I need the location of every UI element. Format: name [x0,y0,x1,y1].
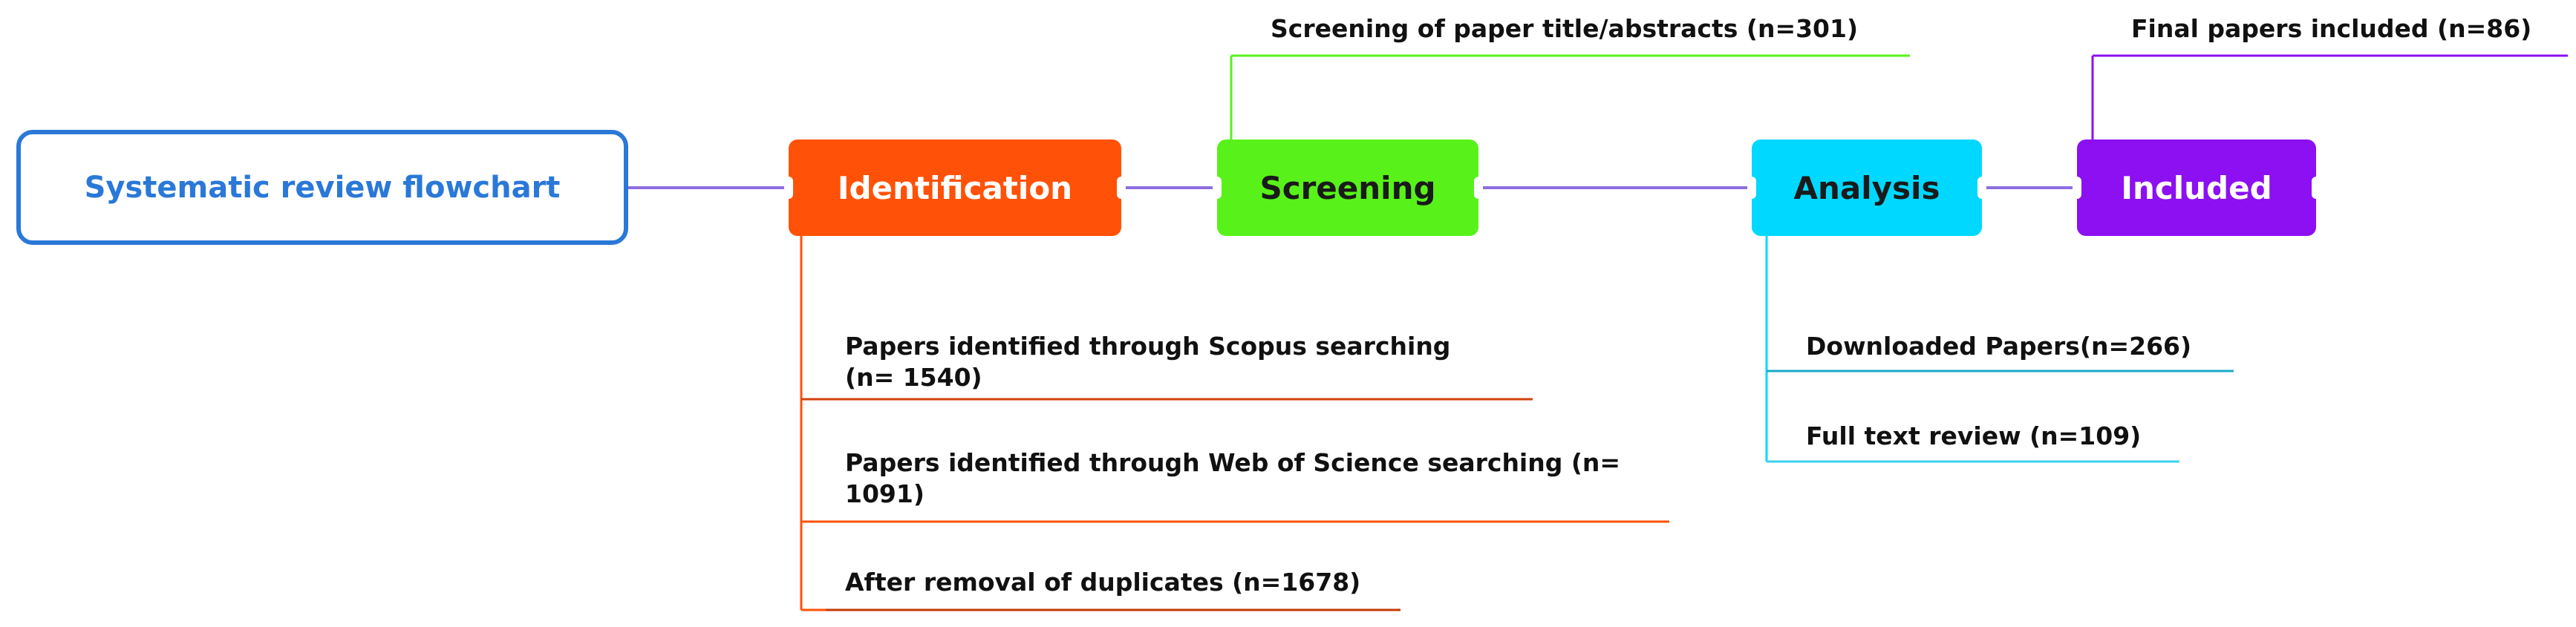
stage-identification: Identification [784,139,1126,236]
leaf-line-1: Papers identified through Scopus searchi… [845,332,1451,361]
stage-label-screening: Screening [1259,169,1436,206]
included-item-final: Final papers included (n=86) [2131,13,2531,45]
identification-item-duplicates: After removal of duplicates (n=1678) [845,567,1360,598]
identification-item-wos: Papers identified through Web of Science… [845,447,1620,510]
stage-label-identification: Identification [837,169,1073,206]
notch-right [1117,177,1126,199]
notch-right [1474,177,1483,199]
notch-left [1213,177,1222,199]
leaf-line-2: (n= 1540) [845,363,982,392]
root-node: Systematic review flowchart [16,130,628,245]
analysis-item-full-text: Full text review (n=109) [1806,421,2141,452]
leaf-line-1: After removal of duplicates (n=1678) [845,568,1361,597]
stage-label-analysis: Analysis [1793,169,1940,206]
leaf-line-1: Final papers included (n=86) [2131,14,2532,43]
stage-label-included: Included [2121,169,2272,206]
analysis-item-downloaded: Downloaded Papers(n=266) [1806,331,2191,362]
identification-item-scopus: Papers identified through Scopus searchi… [845,331,1450,393]
leaf-line-1: Downloaded Papers(n=266) [1806,332,2192,361]
root-label: Systematic review flowchart [84,170,561,205]
leaf-line-1: Screening of paper title/abstracts (n=30… [1271,14,1859,43]
stage-screening: Screening [1213,139,1483,236]
notch-right [2312,177,2321,199]
notch-right [1977,177,1986,199]
notch-left [784,177,793,199]
stage-included: Included [2073,139,2321,236]
stage-analysis: Analysis [1747,139,1986,236]
notch-left [2073,177,2081,199]
notch-left [1747,177,1756,199]
screening-item-title-abstracts: Screening of paper title/abstracts (n=30… [1271,13,1858,45]
leaf-line-1: Full text review (n=109) [1806,421,2142,450]
leaf-line-1: Papers identified through Web of Science… [845,448,1621,477]
leaf-line-2: 1091) [845,479,925,508]
